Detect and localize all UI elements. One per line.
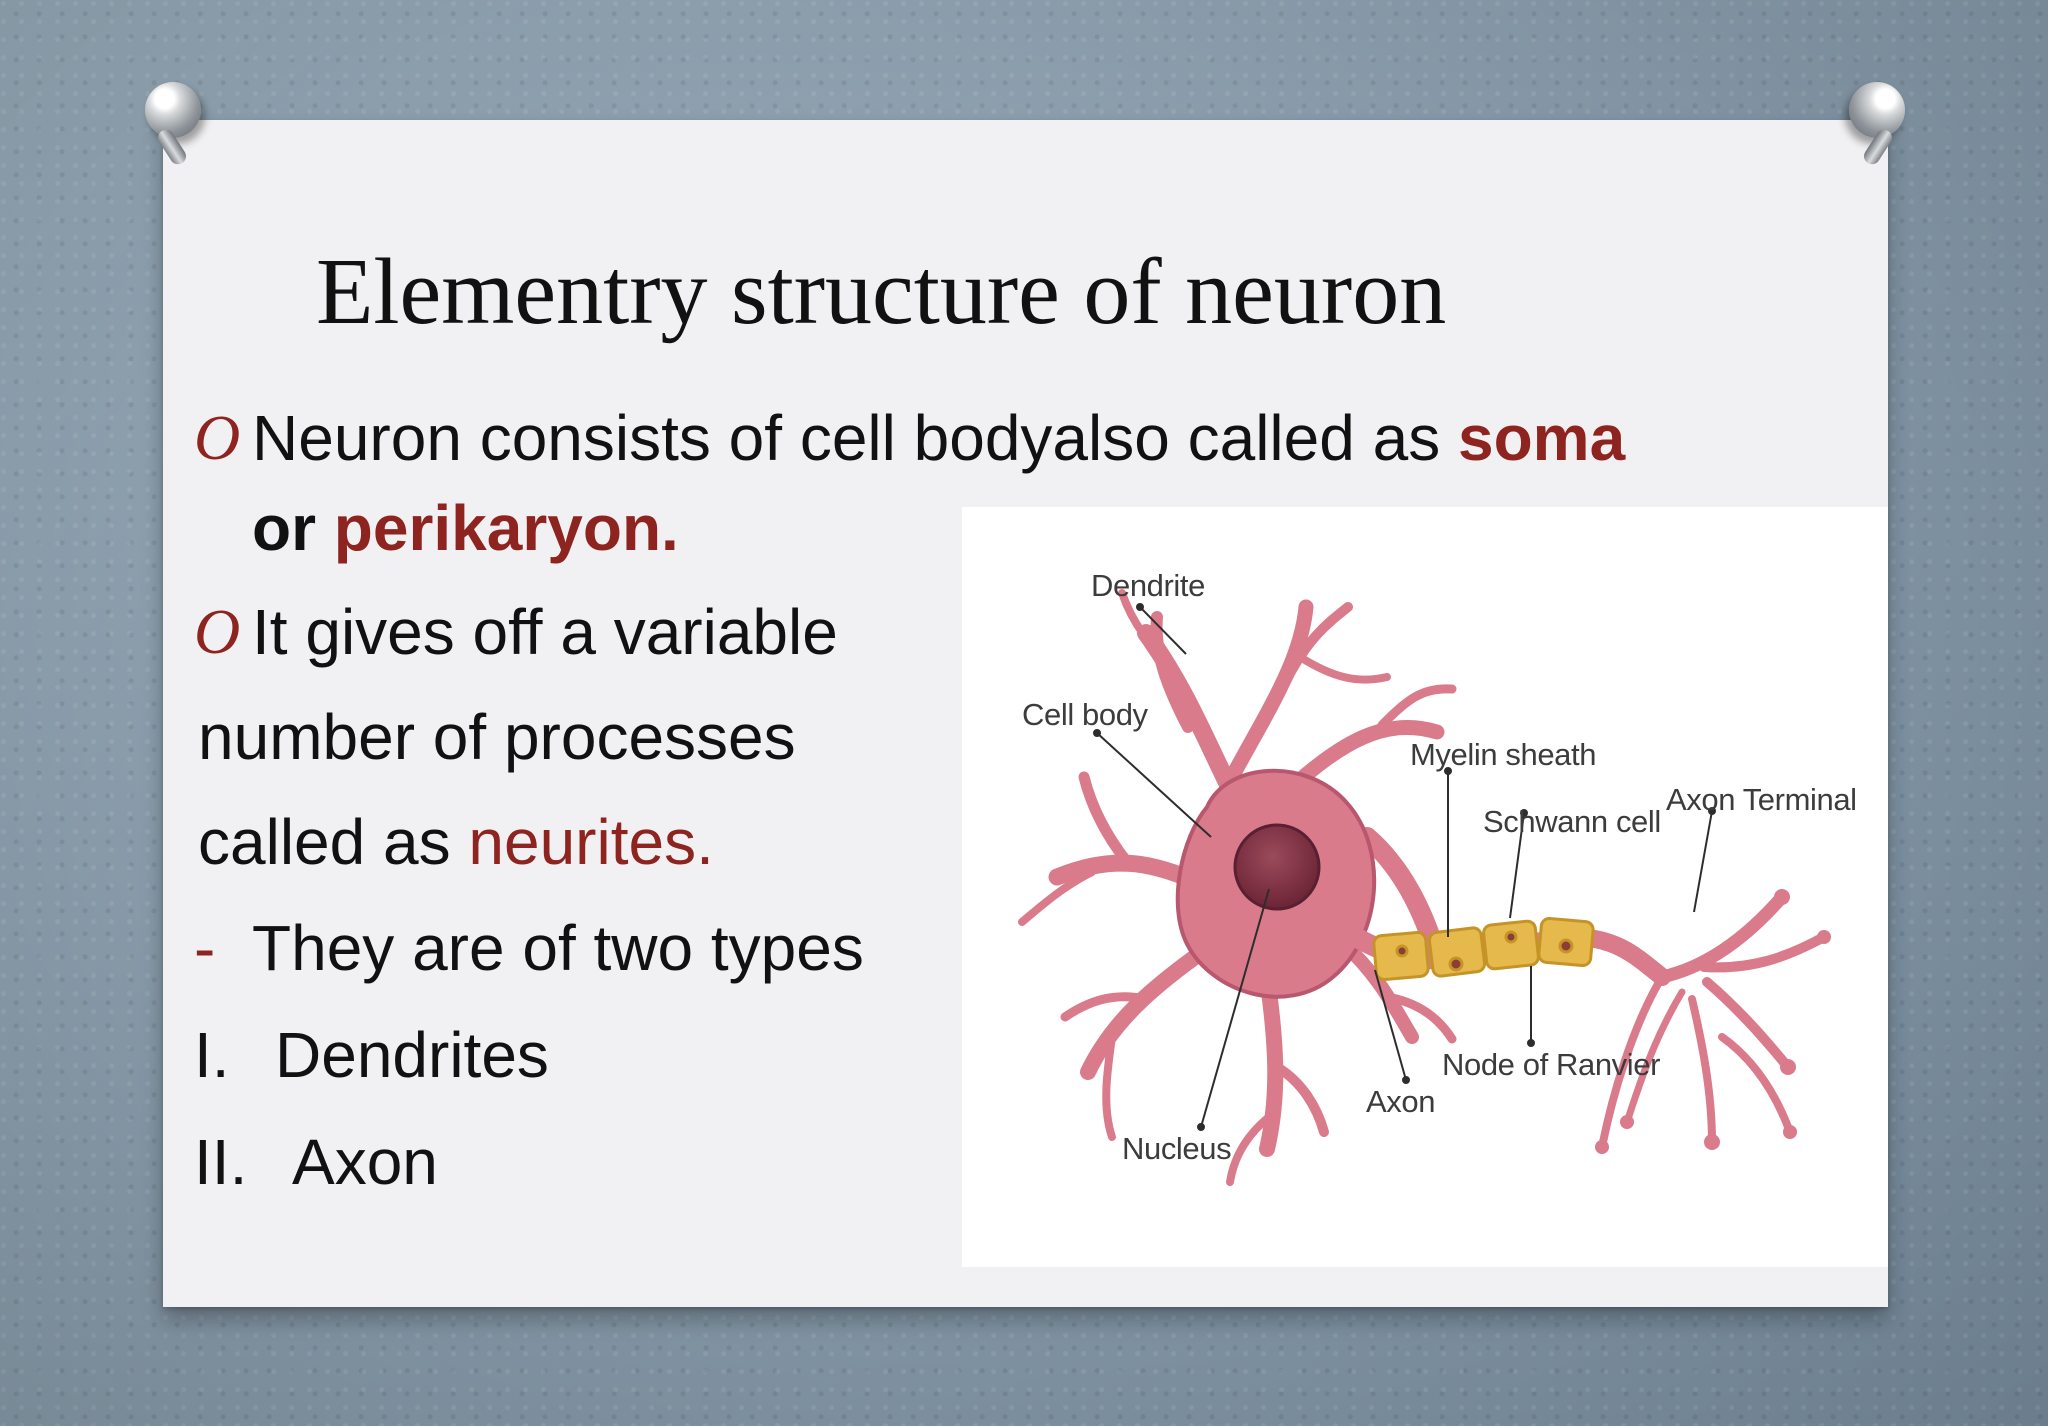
bullet-marker: O xyxy=(194,402,241,473)
bullet-marker: O xyxy=(194,596,241,667)
dendrites xyxy=(1018,589,1457,1186)
term-perikaryon: perikaryon. xyxy=(333,492,679,564)
cell-body-label: Cell body xyxy=(1022,697,1149,732)
schwann-cell-label: Schwann cell xyxy=(1483,804,1661,839)
pushpin-icon xyxy=(1849,82,1905,138)
pushpin-icon xyxy=(145,82,201,138)
type-label: Axon xyxy=(292,1126,438,1198)
type-label: Dendrites xyxy=(275,1019,549,1091)
axon-label: Axon xyxy=(1366,1084,1435,1119)
term-soma: soma xyxy=(1457,402,1626,474)
text-run: Neuron consists of cell bodyalso called … xyxy=(252,402,1458,474)
slide-title: Elementry structure of neuron xyxy=(316,240,1447,344)
type-number: I. xyxy=(194,1019,230,1091)
bullet-line: number of processes xyxy=(198,701,796,773)
type-number: II. xyxy=(194,1126,248,1198)
cell-body xyxy=(1175,768,1377,999)
term-neurites: neurites. xyxy=(468,806,714,878)
nucleus-label: Nucleus xyxy=(1122,1131,1231,1166)
node-of-ranvier-label: Node of Ranvier xyxy=(1442,1047,1660,1082)
axon-terminals xyxy=(1595,889,1831,1154)
bullet-line: or perikaryon. xyxy=(252,488,679,568)
bullet-line: called as neurites. xyxy=(198,802,714,882)
myelin-sheath xyxy=(1372,916,1595,982)
dendrite-label: Dendrite xyxy=(1091,568,1205,603)
diagram-leader-lines xyxy=(1093,603,1716,1131)
types-intro: They are of two types xyxy=(252,912,864,984)
text-run: or xyxy=(252,492,334,564)
axon-terminal-label: Axon Terminal xyxy=(1666,782,1857,817)
neuron-diagram: Dendrite Cell body Myelin sheath Schwann… xyxy=(962,507,1888,1267)
neuron-diagram-svg: Dendrite Cell body Myelin sheath Schwann… xyxy=(1018,568,1857,1186)
myelin-sheath-label: Myelin sheath xyxy=(1410,737,1596,772)
text-run: called as xyxy=(198,806,469,878)
bullet-line: Neuron consists of cell bodyalso called … xyxy=(252,398,1625,478)
nucleus-shape xyxy=(1233,823,1321,911)
dash-marker: - xyxy=(194,912,216,984)
bullet-line: It gives off a variable xyxy=(252,596,838,668)
